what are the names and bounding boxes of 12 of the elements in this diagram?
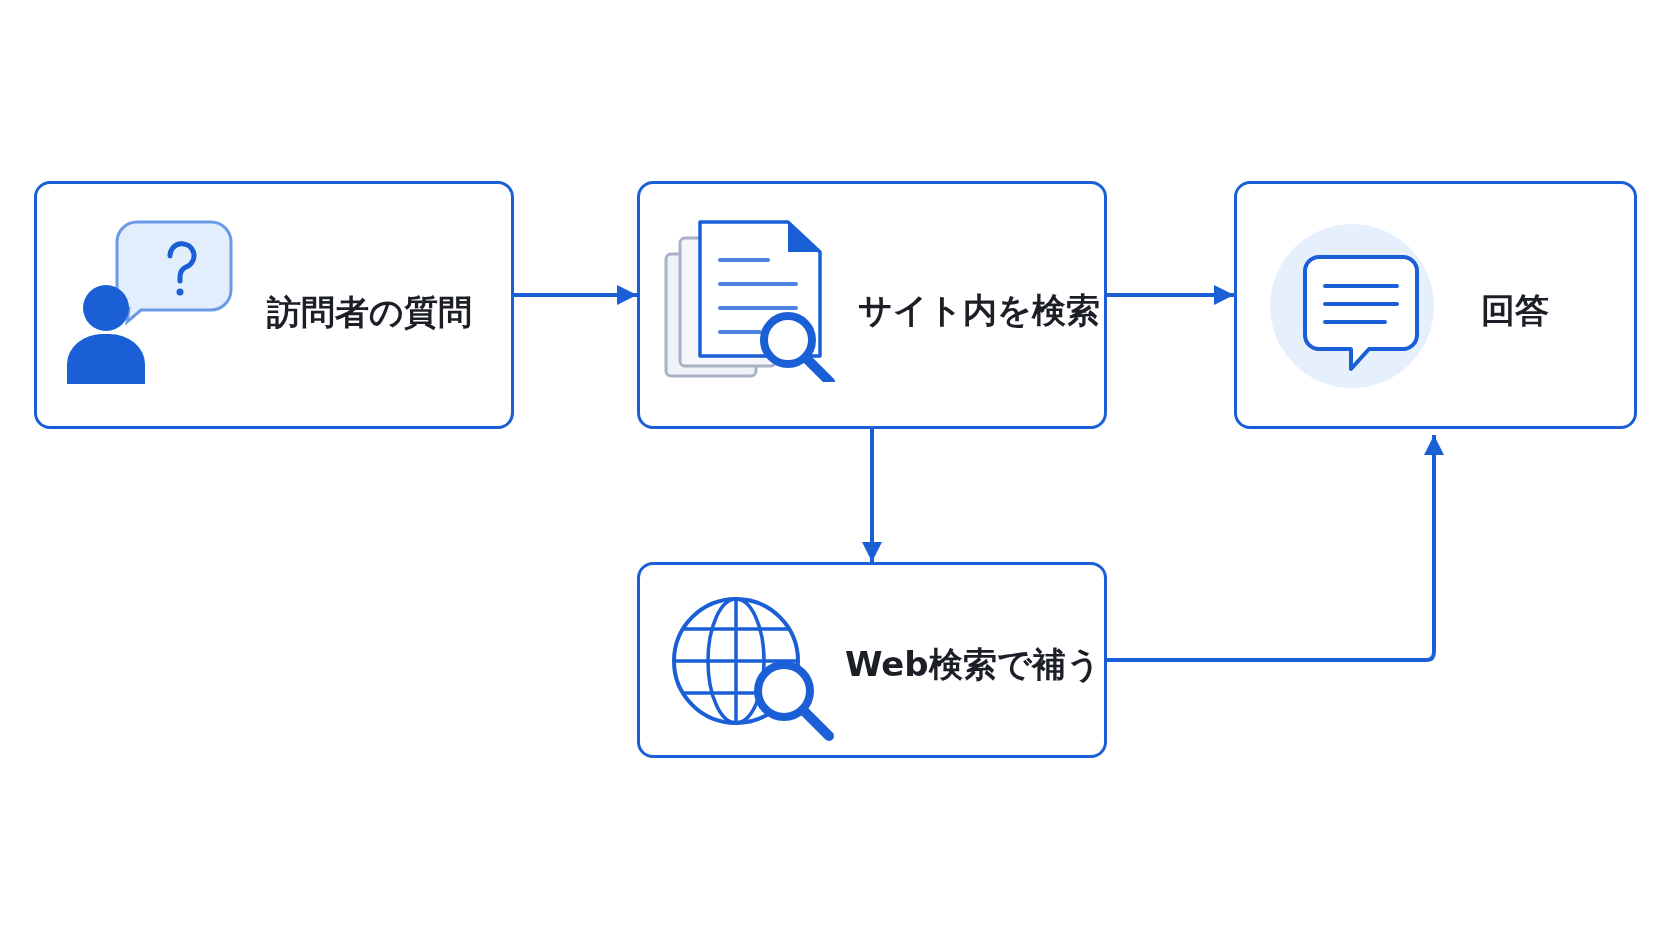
arrow [1107, 285, 1234, 305]
step-label: 訪問者の質問 [267, 291, 472, 334]
arrow [862, 429, 882, 562]
arrow [514, 285, 637, 305]
step-label: サイト内を検索 [858, 289, 1100, 332]
process-box [637, 181, 1107, 429]
process-box [1234, 181, 1637, 429]
step-label: 回答 [1481, 289, 1549, 332]
process-box [637, 562, 1107, 758]
step-label: Web検索で補う [845, 643, 1101, 686]
arrow [1107, 435, 1444, 662]
process-box [34, 181, 514, 429]
